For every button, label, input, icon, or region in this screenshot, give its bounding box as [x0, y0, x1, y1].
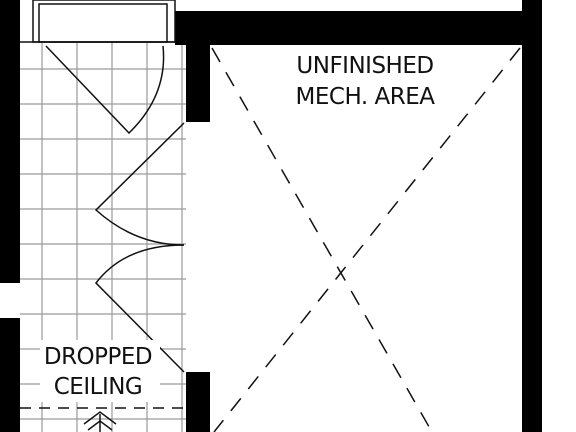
door-swing-upper-leaf: [94, 122, 185, 246]
dropped-ceiling-label-line2: CEILING: [54, 374, 143, 400]
door-swings: [45, 45, 185, 373]
dropped-ceiling-label-line1: DROPPED: [44, 344, 152, 370]
mech-area-label-line1: UNFINISHED: [296, 53, 433, 79]
arrow-up-icon: [83, 411, 117, 432]
wall-mech-left-upper: [186, 11, 210, 122]
mech-label-bg: [282, 48, 450, 114]
door-swing-top: [45, 45, 165, 135]
wall-top: [175, 11, 522, 45]
door-swing-lower-leaf: [95, 244, 185, 373]
hall-label-bg: [40, 340, 160, 402]
unfinished-area-cross: [211, 47, 521, 432]
walls: [0, 0, 542, 432]
wall-right: [522, 0, 542, 432]
wall-mech-left-lower: [186, 372, 210, 432]
wall-left-upper: [0, 0, 20, 283]
wall-left-lower: [0, 318, 20, 432]
window-frame: [20, 0, 176, 43]
mech-area-label-line2: MECH. AREA: [296, 84, 436, 110]
